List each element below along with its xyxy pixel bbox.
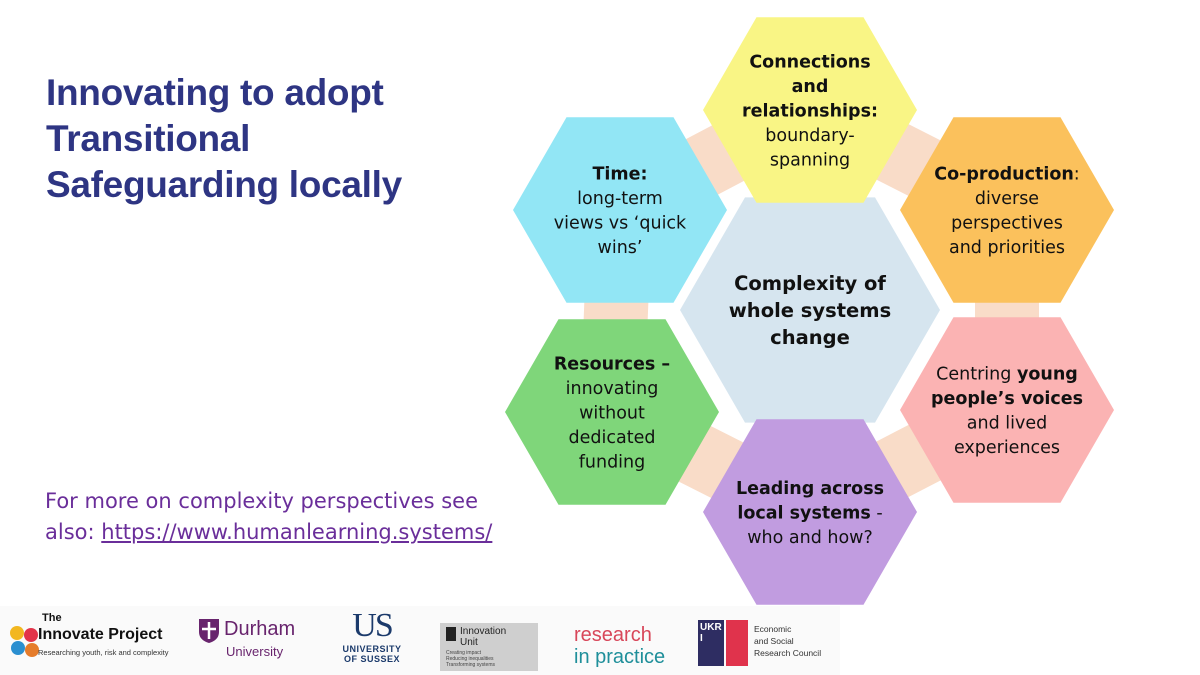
- sussex-sub2: OF SUSSEX: [343, 654, 400, 664]
- hex-young-people-shape: [900, 317, 1114, 503]
- hex-coproduction-text: Co-production: [934, 165, 1074, 185]
- hex-time-text: views vs ‘quick: [554, 214, 687, 234]
- more-info-link[interactable]: https://www.humanlearning.systems/: [101, 520, 493, 544]
- ukri-mark-icon: [698, 620, 724, 666]
- hex-connections-text: Connections: [749, 52, 870, 72]
- hex-young-people-text: experiences: [954, 438, 1060, 458]
- more-info: For more on complexity perspectives see …: [45, 486, 525, 548]
- hex-center-shape: [680, 197, 940, 423]
- iu-tag2: Reducing inequalities: [446, 656, 494, 662]
- iu-name2: Unit: [460, 637, 478, 648]
- hex-resources-label: Resources – innovating without dedicated fun…: [554, 354, 670, 472]
- hex-leading-text: who and how?: [747, 528, 873, 548]
- hex-group: Complexity of whole systems change Connecti…: [505, 17, 1114, 605]
- innovate-dots-icon: [10, 626, 39, 657]
- hex-time-text: Time:: [592, 165, 647, 185]
- hex-connections-label: Connections and relationships: boundary-spa…: [742, 52, 878, 170]
- iu-tag1: Creating impact: [446, 650, 482, 656]
- innovate-name: Innovate Project: [38, 626, 163, 643]
- iu-tag3: Transforming systems: [446, 662, 495, 668]
- hex-resources-text: funding: [579, 452, 646, 472]
- logo-bar: The Innovate Project Researching youth, …: [0, 606, 840, 675]
- hex-connections-text: spanning: [770, 150, 850, 170]
- durham-sub: University: [226, 644, 284, 659]
- hex-center-text: whole systems: [729, 299, 891, 322]
- hex-young-people-text: and lived: [967, 414, 1047, 434]
- rip-line1: research: [574, 624, 652, 646]
- hex-time-shape: [513, 117, 727, 303]
- hex-coproduction-text: and priorities: [949, 238, 1065, 258]
- esrc-line3: Research Council: [754, 648, 822, 658]
- innovate-tagline: Researching youth, risk and complexity: [38, 648, 169, 657]
- hex-connections: Connections and relationships: boundary-spa…: [703, 17, 917, 203]
- hex-young-people-text: young: [1017, 365, 1078, 385]
- hex-young-people: Centring young people’s voices and lived ex…: [900, 317, 1114, 503]
- hex-resources-text: Resources –: [554, 354, 670, 374]
- hex-young-people-text: Centring: [936, 365, 1017, 385]
- hex-center-text: change: [770, 326, 850, 349]
- hex-time: Time: long-term views vs ‘quick wins’: [513, 117, 727, 303]
- hex-leading-text: local systems: [737, 503, 870, 523]
- hex-time-label: Time: long-term views vs ‘quick wins’: [554, 165, 687, 259]
- hex-coproduction-shape: [900, 117, 1114, 303]
- hex-leading-label: Leading across local systems - who and how…: [736, 479, 884, 548]
- sussex-logo: US UNIVERSITY OF SUSSEX: [332, 608, 412, 674]
- more-info-text: For more on complexity perspectives see …: [45, 489, 478, 544]
- hex-resources-text: innovating: [566, 379, 659, 399]
- durham-crest-icon: [199, 619, 219, 643]
- hex-leading-text: -: [871, 503, 883, 523]
- hex-leading-shape: [703, 419, 917, 605]
- hex-time-text: long-term: [577, 189, 663, 209]
- hex-resources-text: dedicated: [569, 428, 656, 448]
- ukri-mark: UKRI: [700, 622, 722, 644]
- hex-connections-text: and: [792, 77, 829, 97]
- durham-logo: Durham University: [198, 614, 310, 668]
- rip-line2: in practice: [574, 646, 666, 668]
- durham-name: Durham: [224, 618, 296, 640]
- hex-resources-text: without: [579, 403, 645, 423]
- slide-title: Innovating to adopt Transitional Safegua…: [46, 72, 402, 205]
- hex-coproduction-text: :: [1074, 165, 1080, 185]
- innovate-the: The: [42, 612, 62, 624]
- sussex-mark: US: [352, 607, 393, 644]
- hex-connections-shape: [703, 17, 917, 203]
- esrc-line1: Economic: [754, 624, 792, 634]
- hex-young-people-label: Centring young people’s voices and lived ex…: [931, 365, 1083, 459]
- iu-mark-icon: [446, 627, 456, 641]
- sussex-sub1: UNIVERSITY: [342, 644, 402, 654]
- hex-resources-shape: [505, 319, 719, 505]
- innovate-project-logo: The Innovate Project Researching youth, …: [8, 612, 178, 670]
- hex-young-people-text: people’s voices: [931, 389, 1083, 409]
- hex-connections-text: relationships:: [742, 101, 878, 121]
- hex-center-label: Complexity of whole systems change: [729, 272, 891, 349]
- hex-coproduction-label: Co-production: diverse perspectives and pri…: [934, 165, 1079, 259]
- ukri-accent-icon: [726, 620, 748, 666]
- hex-resources: Resources – innovating without dedicated fun…: [505, 319, 719, 505]
- hex-leading: Leading across local systems - who and how…: [703, 419, 917, 605]
- hex-center-text: Complexity of: [734, 272, 886, 295]
- iu-name1: Innovation: [460, 626, 507, 637]
- hex-coproduction-text: perspectives: [951, 214, 1063, 234]
- esrc-line2: and Social: [754, 636, 794, 646]
- hex-coproduction-text: diverse: [975, 189, 1039, 209]
- hex-time-text: wins’: [598, 238, 643, 258]
- innovation-unit-logo: Innovation Unit Creating impact Reducing…: [440, 623, 538, 671]
- hex-coproduction: Co-production: diverse perspectives and pri…: [900, 117, 1114, 303]
- hex-connections-text: boundary-: [765, 126, 854, 146]
- hex-center: Complexity of whole systems change: [680, 197, 940, 423]
- ukri-esrc-logo: UKRI Economic and Social Research Counci…: [698, 620, 824, 668]
- research-in-practice-logo: research in practice: [570, 624, 680, 670]
- hex-leading-text: Leading across: [736, 479, 884, 499]
